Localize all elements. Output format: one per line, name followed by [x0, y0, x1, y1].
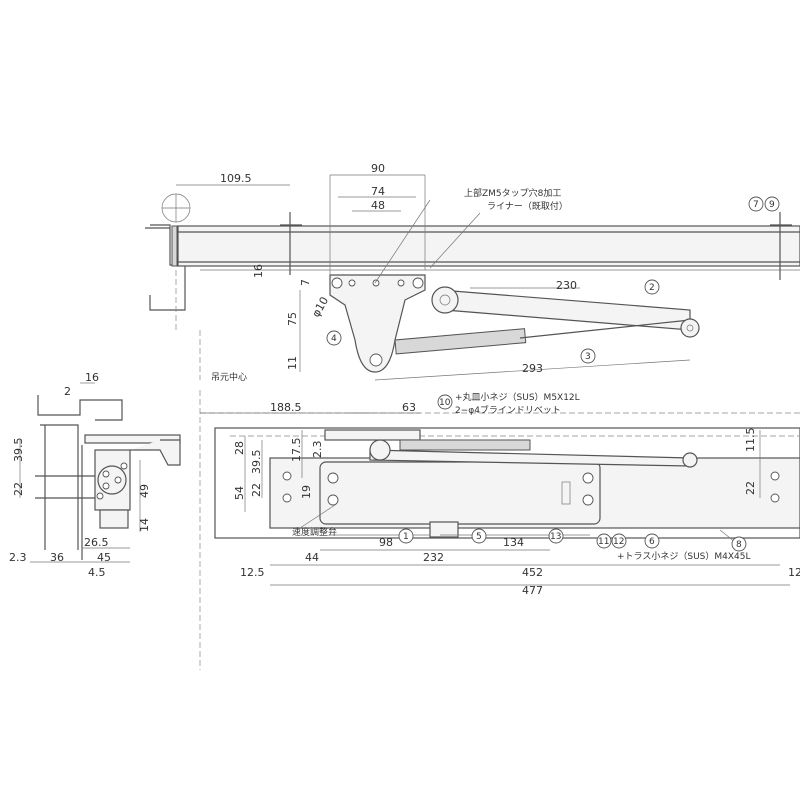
dim-63: 63 [402, 401, 416, 414]
dim-452: 452 [522, 566, 543, 579]
svg-text:8: 8 [736, 540, 742, 550]
dim-98: 98 [379, 536, 393, 549]
svg-text:13: 13 [550, 532, 561, 542]
dim-16: 16 [252, 264, 265, 278]
note-tap-holes: 上部ZM5タップ穴8加工 [464, 187, 561, 199]
dim-11-5: 11.5 [744, 428, 757, 453]
note-speed-valve: 速度調整弁 [292, 526, 337, 538]
note-truss-screw: +トラス小ネジ（SUS）M4X45L [617, 551, 751, 562]
svg-text:3: 3 [585, 352, 591, 362]
dim-22: 22 [12, 482, 25, 496]
svg-text:2: 2 [649, 283, 655, 293]
bracket-front [324, 429, 421, 441]
dim-14: 14 [138, 518, 151, 532]
dim-28: 28 [233, 441, 246, 455]
valve-housing [429, 521, 459, 538]
dim-phi-10: φ10 [309, 295, 331, 320]
dim-49: 49 [138, 484, 151, 498]
front-view: 28 188.5 63 39.5 17.5 2.3 54 22 19 44 98… [199, 390, 800, 670]
dim-4-5: 4.5 [88, 566, 106, 579]
dim-7: 7 [299, 279, 312, 286]
dim-48: 48 [371, 199, 385, 212]
forearm-rod [394, 328, 527, 355]
dim-12: 12 [788, 566, 800, 579]
dim-188-5: 188.5 [270, 401, 302, 414]
svg-text:4: 4 [331, 334, 337, 344]
top-view: 109.5 90 74 48 16 7 φ10 75 11 230 293 2 … [145, 162, 800, 383]
dim-293: 293 [522, 362, 543, 375]
note-hinge-center: 吊元中心 [211, 371, 247, 383]
dim-74: 74 [371, 185, 385, 198]
svg-text:12: 12 [613, 537, 624, 547]
dim-90: 90 [371, 162, 385, 175]
dim-2-3: 2.3 [9, 551, 27, 564]
arm-rod-front [399, 439, 531, 451]
door-section [40, 424, 79, 550]
dim-2-3: 2.3 [311, 441, 324, 459]
dim-230: 230 [556, 279, 577, 292]
dim-134: 134 [503, 536, 524, 549]
dim-11: 11 [286, 356, 299, 370]
dim-16: 16 [85, 371, 99, 384]
dim-12-5: 12.5 [240, 566, 265, 579]
svg-text:5: 5 [476, 532, 482, 542]
svg-text:10: 10 [439, 398, 451, 408]
dim-19: 19 [300, 485, 313, 499]
side-view: 16 2 39.5 22 49 14 26.5 2.3 36 45 4.5 [9, 371, 181, 579]
dim-39-5: 39.5 [250, 450, 263, 475]
dim-54: 54 [233, 486, 246, 500]
dim-17-5: 17.5 [290, 438, 303, 463]
part-callouts-top: 2 3 4 7 9 [326, 196, 780, 364]
dim-232: 232 [423, 551, 444, 564]
dim-75: 75 [286, 312, 299, 326]
door-transom [177, 225, 800, 267]
dim-44: 44 [305, 551, 319, 564]
dim-109-5: 109.5 [220, 172, 252, 185]
svg-text:11: 11 [598, 537, 609, 547]
dim-22-right: 22 [744, 481, 757, 495]
svg-text:7: 7 [753, 200, 759, 210]
door-leaf-outline [214, 427, 800, 539]
note-blind-rivet: 2−φ4ブラインドリベット [455, 404, 561, 416]
svg-text:6: 6 [649, 537, 655, 547]
dim-36: 36 [50, 551, 64, 564]
dim-26-5: 26.5 [84, 536, 109, 549]
dim-2: 2 [64, 385, 71, 398]
dim-45: 45 [97, 551, 111, 564]
dim-39-5: 39.5 [12, 438, 25, 463]
svg-text:9: 9 [769, 200, 775, 210]
dim-477: 477 [522, 584, 543, 597]
dim-22-left: 22 [250, 483, 263, 497]
note-flat-screw: +丸皿小ネジ（SUS）M5X12L [455, 391, 580, 403]
note-liner: ライナー（既取付） [487, 201, 568, 212]
svg-text:1: 1 [403, 532, 409, 542]
closer-body [319, 461, 601, 525]
part-callouts-front: 10 1 5 13 11 12 6 8 [398, 394, 747, 552]
frame-top-profile [37, 395, 123, 421]
